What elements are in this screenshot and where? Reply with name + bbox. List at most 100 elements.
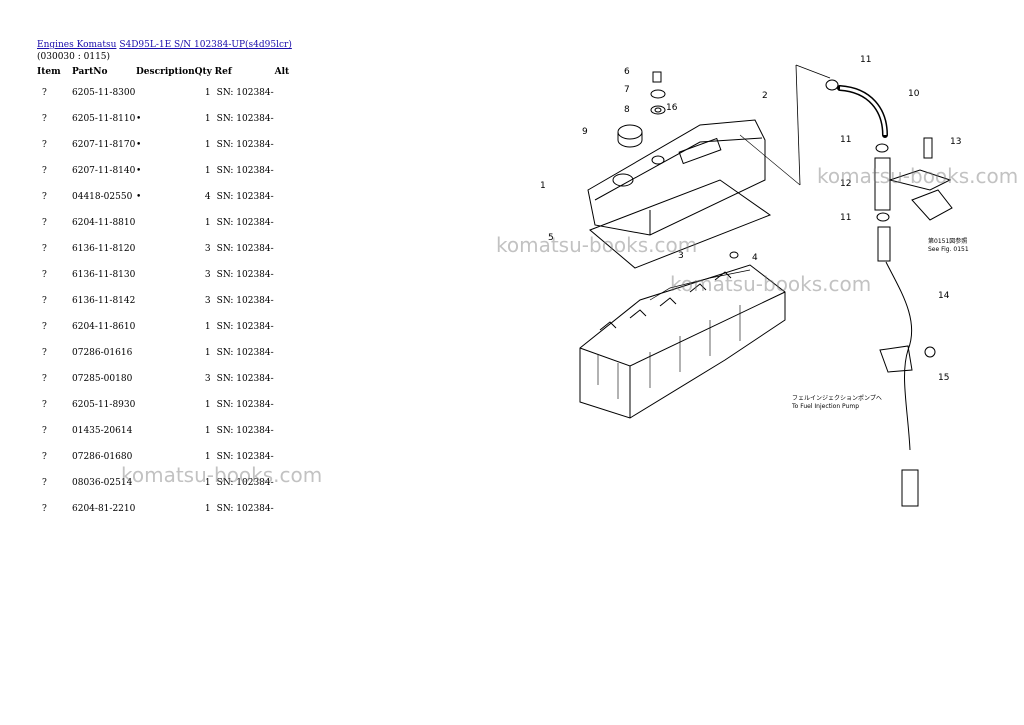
cell-alt — [275, 106, 295, 132]
cell-alt — [275, 288, 295, 314]
cell-ref: SN: 102384- — [216, 218, 274, 228]
breadcrumb-link-engines[interactable]: Engines Komatsu — [37, 40, 117, 50]
cell-partno: 6136-11-8142 — [72, 296, 136, 306]
cell-qty: 1 — [204, 88, 211, 98]
callout-12: 12 — [840, 179, 851, 189]
breadcrumb-link-model[interactable]: S4D95L-1E S/N 102384-UP(s4d95lcr) — [119, 40, 292, 50]
cell-partno: 6205-11-8110 — [72, 114, 136, 124]
callout-16: 16 — [666, 103, 678, 113]
cell-alt — [275, 158, 295, 184]
cell-partno: 07285-00180 — [72, 374, 133, 384]
cell-item: ? — [42, 348, 47, 358]
cell-partno: 01435-20614 — [72, 426, 133, 436]
cell-ref: SN: 102384- — [216, 400, 274, 410]
cell-description — [136, 210, 195, 236]
cell-qty: 1 — [204, 452, 211, 462]
cell-partno: 07286-01680 — [72, 452, 133, 462]
cell-item: ? — [42, 192, 47, 202]
callout-4: 4 — [752, 253, 758, 263]
callout-1: 1 — [540, 181, 546, 191]
cell-alt — [275, 80, 295, 106]
note-pump-jp: フェルインジェクションポンプへ — [792, 394, 882, 402]
cell-description — [136, 314, 195, 340]
callout-3: 3 — [678, 251, 684, 261]
cell-alt — [275, 418, 295, 444]
cell-description — [136, 470, 195, 496]
header-partno: PartNo — [72, 67, 108, 77]
header-ref: Ref — [214, 67, 232, 77]
cell-description — [136, 288, 195, 314]
cylinder-head — [579, 264, 786, 419]
cell-partno: 6205-11-8300 — [72, 88, 136, 98]
cell-alt — [275, 262, 295, 288]
cell-description — [136, 262, 195, 288]
cell-item: ? — [42, 114, 47, 124]
header-qty: Qty — [194, 67, 212, 77]
cell-item: ? — [42, 374, 47, 384]
header-description: Description — [136, 67, 195, 77]
gasket — [589, 179, 772, 269]
cell-partno: 6205-11-8930 — [72, 400, 136, 410]
cell-item: ? — [42, 426, 47, 436]
cell-partno: 6207-11-8170 — [72, 140, 136, 150]
parts-table: Item PartNo Description Qty Ref Alt ?620… — [37, 64, 295, 522]
cell-alt — [275, 132, 295, 158]
cell-partno: 6204-11-8610 — [72, 322, 136, 332]
cell-ref: SN: 102384- — [216, 426, 274, 436]
cell-qty: 1 — [204, 114, 211, 124]
cell-partno: 6204-11-8810 — [72, 218, 136, 228]
cell-description: • — [136, 166, 142, 176]
header-alt: Alt — [274, 67, 290, 77]
cell-ref: SN: 102384- — [216, 452, 274, 462]
note-pump-en: To Fuel Injection Pump — [791, 403, 859, 410]
cell-item: ? — [42, 296, 47, 306]
oil-filler-cap — [617, 124, 643, 140]
callout-7: 7 — [624, 85, 630, 95]
callout-13: 13 — [950, 137, 961, 147]
header-item: Item — [37, 67, 61, 77]
page-subtitle: (030030 : 0115) — [37, 52, 111, 62]
cell-partno: 6136-11-8120 — [72, 244, 136, 254]
cell-item: ? — [42, 270, 47, 280]
cell-ref: SN: 102384- — [216, 244, 274, 254]
cell-item: ? — [42, 166, 47, 176]
cell-description — [136, 496, 195, 522]
cell-ref: SN: 102384- — [216, 166, 274, 176]
cell-description — [136, 444, 195, 470]
table-header-row: Item PartNo Description Qty Ref Alt — [37, 64, 295, 80]
callout-10: 10 — [908, 89, 920, 99]
cell-description — [136, 340, 195, 366]
cell-qty: 1 — [204, 426, 211, 436]
cell-description: • — [136, 114, 142, 124]
table-row: ? 01435-20614 1 SN: 102384- — [37, 418, 295, 444]
cell-qty: 1 — [204, 400, 211, 410]
cell-description — [136, 80, 195, 106]
cell-item: ? — [42, 504, 47, 514]
cell-description: • — [136, 192, 142, 202]
callout-6: 6 — [624, 67, 630, 77]
cell-ref: SN: 102384- — [216, 270, 274, 280]
cell-qty: 3 — [204, 270, 211, 280]
cell-ref: SN: 102384- — [216, 296, 274, 306]
cell-alt — [275, 366, 295, 392]
cell-qty: 3 — [204, 296, 211, 306]
cell-partno: 6204-81-2210 — [72, 504, 136, 514]
cell-alt — [275, 444, 295, 470]
cell-ref: SN: 102384- — [216, 140, 274, 150]
cell-partno: 08036-02514 — [72, 478, 133, 488]
cell-description — [136, 236, 195, 262]
cell-ref: SN: 102384- — [216, 504, 274, 514]
cell-alt — [275, 314, 295, 340]
breadcrumb: Engines Komatsu S4D95L-1E S/N 102384-UP(… — [37, 40, 292, 50]
callout-2: 2 — [762, 91, 768, 101]
cell-item: ? — [42, 400, 47, 410]
callout-15: 15 — [938, 373, 949, 383]
